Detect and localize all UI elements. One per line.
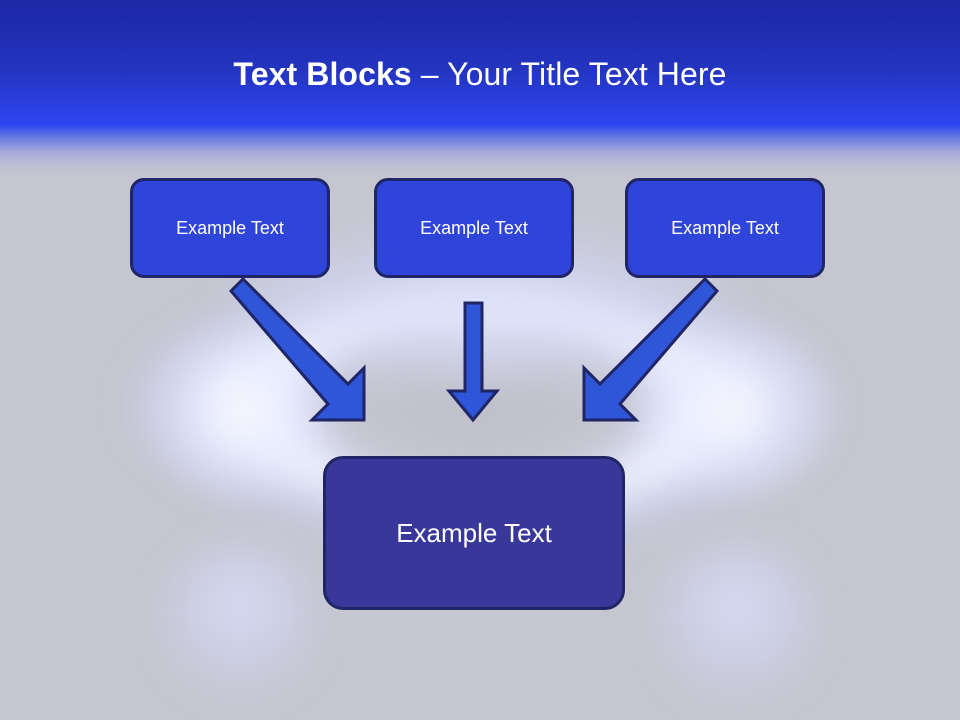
- flame-blob-lower-left: [165, 545, 315, 695]
- text-block-2[interactable]: Example Text: [374, 178, 574, 278]
- page-title: Text Blocks – Your Title Text Here: [0, 52, 960, 96]
- text-block-1-label: Example Text: [176, 217, 284, 238]
- text-block-1[interactable]: Example Text: [130, 178, 330, 278]
- flame-hotspot-left: [150, 330, 330, 490]
- flame-hotspot-right: [640, 330, 830, 490]
- flame-blob-lower-right: [660, 545, 815, 700]
- page-title-rest: – Your Title Text Here: [411, 56, 727, 92]
- text-block-3-label: Example Text: [671, 217, 779, 238]
- header-band: [0, 0, 960, 180]
- text-block-result[interactable]: Example Text: [323, 456, 625, 610]
- page-title-bold: Text Blocks: [233, 56, 412, 92]
- text-block-result-label: Example Text: [396, 517, 552, 548]
- text-block-2-label: Example Text: [420, 217, 528, 238]
- text-block-3[interactable]: Example Text: [625, 178, 825, 278]
